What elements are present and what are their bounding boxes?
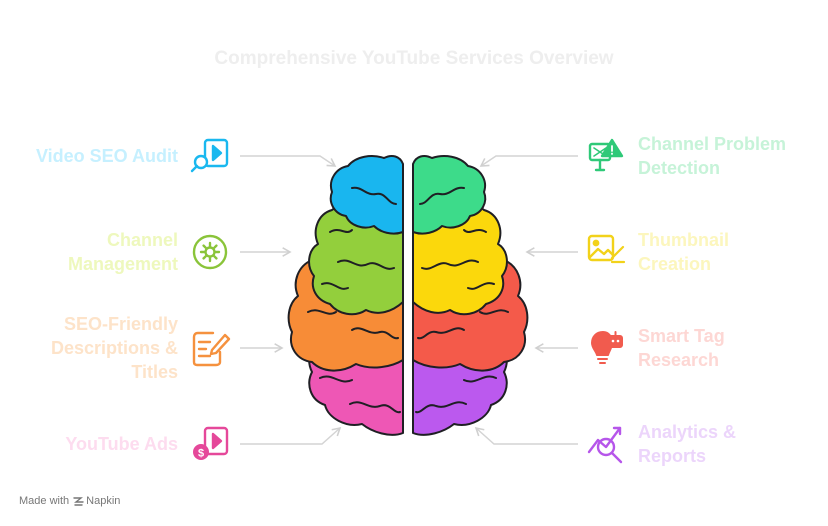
label-line: Detection xyxy=(638,158,721,178)
label-line: Video SEO Audit xyxy=(35,146,178,166)
label-line: Management xyxy=(67,254,178,274)
label-line: YouTube Ads xyxy=(65,434,178,454)
label-channel-problem-detection: Channel Problem Detection xyxy=(638,132,786,180)
brain-lobe-green xyxy=(412,155,487,235)
diagram-title: Comprehensive YouTube Services Overview xyxy=(214,48,614,69)
napkin-logo-icon xyxy=(73,496,84,506)
svg-text:$: $ xyxy=(198,448,204,460)
monitor-alert-icon xyxy=(588,138,624,172)
brain-left-hemisphere xyxy=(287,155,404,436)
image-edit-icon xyxy=(587,234,626,264)
label-line: Creation xyxy=(638,254,712,274)
arrow-video-seo-audit xyxy=(240,155,337,167)
made-with-text: Made with xyxy=(19,495,70,507)
label-analytics-reports: Analytics & Reports xyxy=(638,420,736,468)
label-line: Research xyxy=(638,350,720,370)
document-edit-icon xyxy=(192,331,231,367)
label-youtube-ads: YouTube Ads xyxy=(65,432,178,456)
connector-arrows xyxy=(240,155,578,445)
label-line: Analytics & xyxy=(638,422,737,442)
arrow-channel-problem xyxy=(479,155,578,167)
label-video-seo-audit: Video SEO Audit xyxy=(36,144,178,168)
video-dollar-icon: $ xyxy=(193,426,229,460)
label-thumbnail-creation: Thumbnail Creation xyxy=(638,228,729,276)
label-line: Channel xyxy=(106,230,178,250)
bulb-robot-icon xyxy=(591,331,623,364)
gear-circle-icon xyxy=(192,234,228,270)
label-line: Thumbnail xyxy=(638,230,729,250)
label-channel-management: Channel Management xyxy=(68,228,178,276)
label-line: Smart Tag xyxy=(638,326,725,346)
label-line: Descriptions & xyxy=(50,338,178,358)
label-line: Titles xyxy=(131,362,178,382)
arrow-youtube-ads xyxy=(240,426,342,445)
video-search-icon xyxy=(190,138,229,173)
napkin-brand: Napkin xyxy=(73,495,120,507)
brain-right-hemisphere xyxy=(412,155,529,436)
chart-search-icon xyxy=(587,426,623,464)
napkin-brand-text: Napkin xyxy=(86,495,121,507)
label-line: Reports xyxy=(638,446,707,466)
label-line: SEO-Friendly xyxy=(63,314,178,334)
label-line: Channel Problem xyxy=(638,134,787,154)
label-smart-tag-research: Smart Tag Research xyxy=(638,324,725,372)
made-with-napkin-footer[interactable]: Made with Napkin xyxy=(19,495,120,507)
arrow-analytics-reports xyxy=(474,426,578,445)
label-seo-friendly-descriptions: SEO-Friendly Descriptions & Titles xyxy=(51,312,178,384)
brain-lobe-blue xyxy=(329,155,404,235)
